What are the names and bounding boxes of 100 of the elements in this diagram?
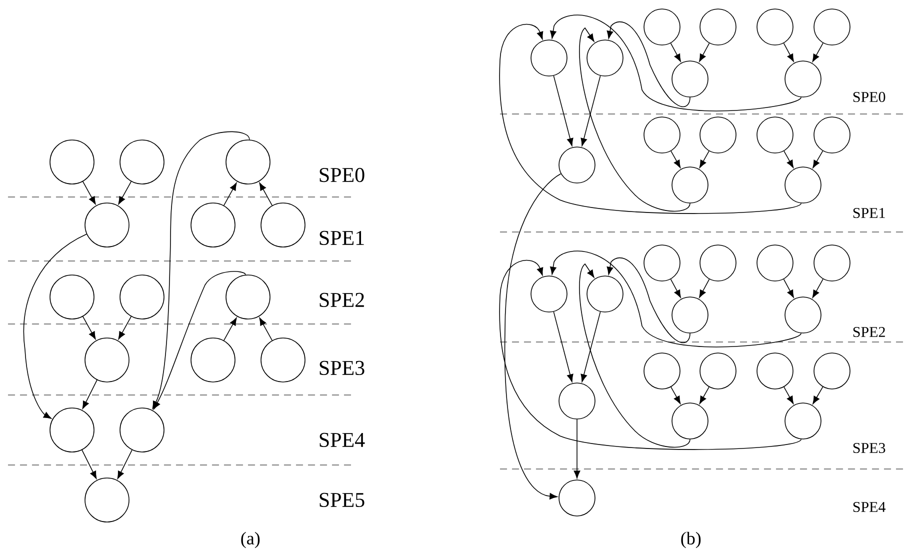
circle-node bbox=[50, 140, 94, 184]
arrow bbox=[223, 182, 237, 206]
label: SPE4 bbox=[853, 502, 886, 512]
circle-node bbox=[84, 202, 130, 248]
arrow bbox=[82, 380, 98, 409]
arrow bbox=[580, 75, 601, 146]
circle-node bbox=[226, 140, 270, 184]
arrow bbox=[82, 181, 96, 204]
arrow bbox=[82, 450, 97, 479]
circle-node bbox=[756, 8, 794, 46]
arrow bbox=[670, 386, 681, 404]
arrow bbox=[504, 173, 562, 500]
circle-node bbox=[530, 40, 568, 76]
circle-node bbox=[814, 352, 850, 390]
circle-node bbox=[120, 274, 164, 320]
circle-node bbox=[700, 8, 736, 46]
arrow bbox=[574, 419, 580, 478]
arrow bbox=[550, 14, 802, 112]
arrow bbox=[784, 386, 794, 404]
arrow bbox=[553, 311, 574, 382]
circle-node bbox=[672, 296, 708, 334]
circle-node bbox=[672, 60, 708, 98]
arrow bbox=[812, 150, 824, 168]
label: (a) bbox=[241, 532, 260, 548]
circle-node bbox=[190, 202, 236, 248]
arrow bbox=[23, 234, 87, 419]
circle-node bbox=[84, 338, 130, 382]
label: SPE1 bbox=[320, 230, 364, 246]
circle-node bbox=[120, 408, 164, 452]
arrow bbox=[553, 75, 574, 146]
arrow bbox=[812, 42, 824, 62]
circle-node bbox=[700, 352, 736, 390]
circle-node bbox=[814, 244, 850, 282]
label: SPE2 bbox=[320, 292, 364, 308]
arrow bbox=[783, 278, 794, 298]
circle-node bbox=[260, 202, 306, 248]
circle-node bbox=[672, 402, 708, 440]
circle-node bbox=[558, 146, 596, 184]
circle-node bbox=[700, 244, 736, 282]
label: SPE5 bbox=[320, 492, 364, 508]
circle-node bbox=[756, 244, 794, 282]
circle-node bbox=[190, 338, 236, 382]
arrow bbox=[152, 131, 250, 409]
circle-node bbox=[814, 8, 850, 46]
arrow bbox=[82, 316, 96, 340]
circle-node bbox=[644, 244, 680, 282]
arrow bbox=[580, 311, 601, 382]
arrow bbox=[699, 386, 710, 404]
arrow bbox=[699, 150, 710, 168]
arrow bbox=[259, 318, 273, 341]
arrow bbox=[699, 42, 710, 62]
circle-node bbox=[50, 408, 94, 452]
arrow bbox=[812, 386, 824, 404]
arrow bbox=[579, 264, 690, 448]
arrow bbox=[784, 150, 794, 168]
circle-node bbox=[586, 40, 624, 76]
label: SPE1 bbox=[853, 208, 885, 218]
arrow bbox=[499, 24, 802, 214]
circle-node bbox=[260, 338, 306, 382]
circle-node bbox=[644, 8, 680, 46]
arrow bbox=[259, 182, 273, 206]
circle-node bbox=[784, 296, 822, 334]
circle-node bbox=[672, 166, 708, 204]
circle-node bbox=[558, 480, 596, 516]
circle-node bbox=[226, 274, 270, 320]
label: SPE3 bbox=[853, 442, 886, 454]
circle-node bbox=[700, 116, 736, 154]
arrow bbox=[118, 181, 132, 204]
arrow bbox=[117, 450, 132, 479]
circle-node bbox=[530, 276, 568, 312]
arrow bbox=[223, 318, 237, 341]
arrow bbox=[670, 150, 681, 168]
arrow bbox=[783, 42, 794, 62]
circle-node bbox=[586, 276, 624, 312]
label: SPE0 bbox=[320, 168, 364, 182]
circle-node bbox=[558, 382, 596, 420]
circle-node bbox=[814, 116, 850, 154]
label: SPE4 bbox=[320, 432, 365, 448]
label: SPE2 bbox=[853, 326, 885, 338]
arrow bbox=[670, 42, 681, 62]
arrow bbox=[812, 278, 824, 298]
circle-node bbox=[120, 140, 164, 184]
circle-node bbox=[644, 352, 680, 390]
circle-node bbox=[784, 166, 822, 204]
circle-node bbox=[784, 60, 822, 98]
arrow bbox=[670, 278, 681, 298]
circle-node bbox=[644, 116, 680, 154]
arrow bbox=[579, 28, 690, 212]
circle-node bbox=[84, 478, 130, 522]
arrow bbox=[606, 257, 690, 343]
arrow bbox=[499, 260, 802, 450]
circle-node bbox=[756, 352, 794, 390]
circle-node bbox=[50, 274, 94, 320]
arrow bbox=[699, 278, 710, 298]
label: SPE0 bbox=[853, 92, 886, 102]
circle-node bbox=[784, 402, 822, 440]
circle-node bbox=[756, 116, 794, 154]
arrow bbox=[118, 316, 132, 340]
arrow bbox=[153, 271, 246, 410]
arrow bbox=[550, 250, 802, 348]
